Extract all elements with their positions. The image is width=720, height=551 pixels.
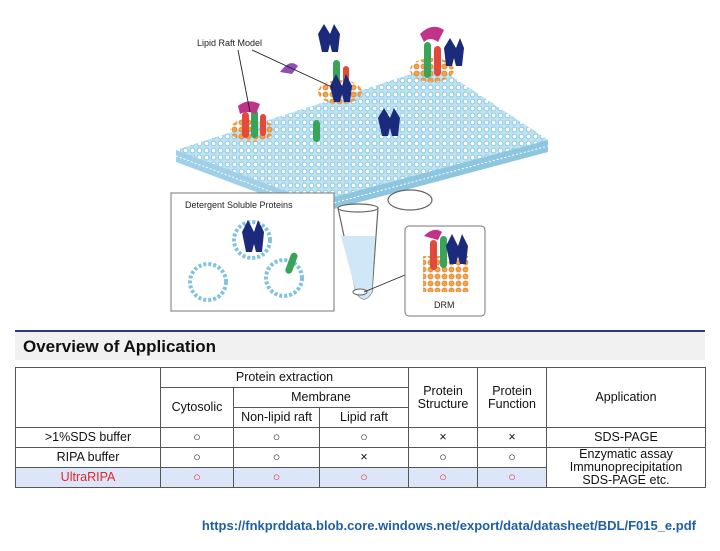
cell-structure: ○ [408,467,478,488]
lipid-raft-label: Lipid Raft Model [197,38,262,48]
cell-lipid: × [319,447,409,468]
section-title: Overview of Application [23,337,217,356]
lipid-raft-label-group: Lipid Raft Model [197,38,335,113]
raft-right [410,26,464,82]
microtube-icon [337,189,433,300]
drm-panel: DRM [404,225,486,317]
detergent-soluble-panel: Detergent Soluble Proteins [170,192,335,312]
cell-structure: × [408,427,478,448]
cell-cytosolic: ○ [160,467,234,488]
table-row: >1%SDS buffer ○ ○ ○ × × SDS-PAGE [15,427,706,448]
section-header: Overview of Application [15,330,705,360]
cell-structure: ○ [408,447,478,468]
cell-non-lipid: ○ [233,467,320,488]
header-application: Application [546,367,706,428]
cell-lipid: ○ [319,467,409,488]
header-protein-extraction: Protein extraction [160,367,409,388]
application-table: Protein extraction Protein Structure Pro… [15,367,706,488]
application-line: SDS-PAGE etc. [582,473,670,487]
cell-shared-application: Enzymatic assay Immunoprecipitation SDS-… [546,447,706,488]
row-name: UltraRIPA [15,467,161,488]
membrane-sheet [175,66,549,214]
table-row-highlighted: UltraRIPA ○ ○ ○ ○ ○ [15,467,706,488]
row-name: >1%SDS buffer [15,427,161,448]
header-non-lipid-raft: Non-lipid raft [233,407,320,428]
header-membrane: Membrane [233,387,409,408]
header-lipid-raft: Lipid raft [319,407,409,428]
header-cytosolic: Cytosolic [160,387,234,428]
cell-non-lipid: ○ [233,447,320,468]
cell-non-lipid: ○ [233,427,320,448]
free-proteins [280,24,400,142]
raft-center [318,60,362,104]
application-line: Immunoprecipitation [569,460,683,474]
drm-label: DRM [434,300,455,310]
cell-cytosolic: ○ [160,427,234,448]
lipid-raft-illustration: Lipid Raft Model Detergent Soluble Prote… [170,24,549,317]
cell-application: SDS-PAGE [546,427,706,448]
cell-cytosolic: ○ [160,447,234,468]
header-protein-structure: Protein Structure [408,367,478,428]
cell-lipid: ○ [319,427,409,448]
cell-function: ○ [477,447,547,468]
corner-cell [15,367,161,428]
table-row: RIPA buffer ○ ○ × ○ ○ Enzymatic assay Im… [15,447,706,488]
cell-function: ○ [477,467,547,488]
raft-left [230,101,274,142]
source-url-link[interactable]: https://fnkprddata.blob.core.windows.net… [201,518,696,533]
cell-function: × [477,427,547,448]
soluble-label: Detergent Soluble Proteins [185,200,293,210]
row-name: RIPA buffer [15,447,161,468]
header-protein-function: Protein Function [477,367,547,428]
application-line: Enzymatic assay [579,447,673,461]
